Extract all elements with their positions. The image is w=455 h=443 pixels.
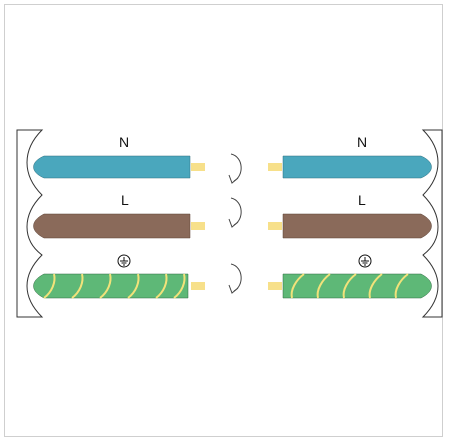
earth-ground-icon [358,254,372,268]
earth-stripe [342,273,357,299]
neutral-label-right: N [357,134,367,150]
earth-stripe [43,273,56,299]
neutral-wire-right [282,155,432,179]
earth-stripe [71,273,84,299]
earth-stripe [155,273,168,299]
neutral-conductor-right [268,163,282,171]
earth-stripe [99,273,112,299]
earth-stripe [127,273,140,299]
live-conductor-left [191,222,205,230]
neutral-label-left: N [119,134,129,150]
live-wire-left [33,213,191,239]
earth-stripe [290,273,305,299]
earth-wire-left [33,273,189,299]
live-label-left: L [121,192,129,208]
earth-conductor-left [191,282,205,290]
right-clamp-block [421,129,443,318]
earth-conductor-right [268,282,282,290]
earth-stripe [394,273,409,299]
live-label-right: L [358,192,366,208]
earth-wire-right [282,273,432,299]
neutral-conductor-left [191,163,205,171]
twist-arrow-icon [228,263,242,294]
twist-arrow-icon [228,197,242,228]
left-clamp-block [16,129,44,318]
live-conductor-right [268,222,282,230]
neutral-wire-left [33,155,191,179]
earth-stripe [368,273,383,299]
earth-stripe [173,273,186,299]
twist-arrow-icon [228,153,242,184]
earth-stripe [316,273,331,299]
earth-ground-icon [117,254,131,268]
live-wire-right [282,213,432,239]
